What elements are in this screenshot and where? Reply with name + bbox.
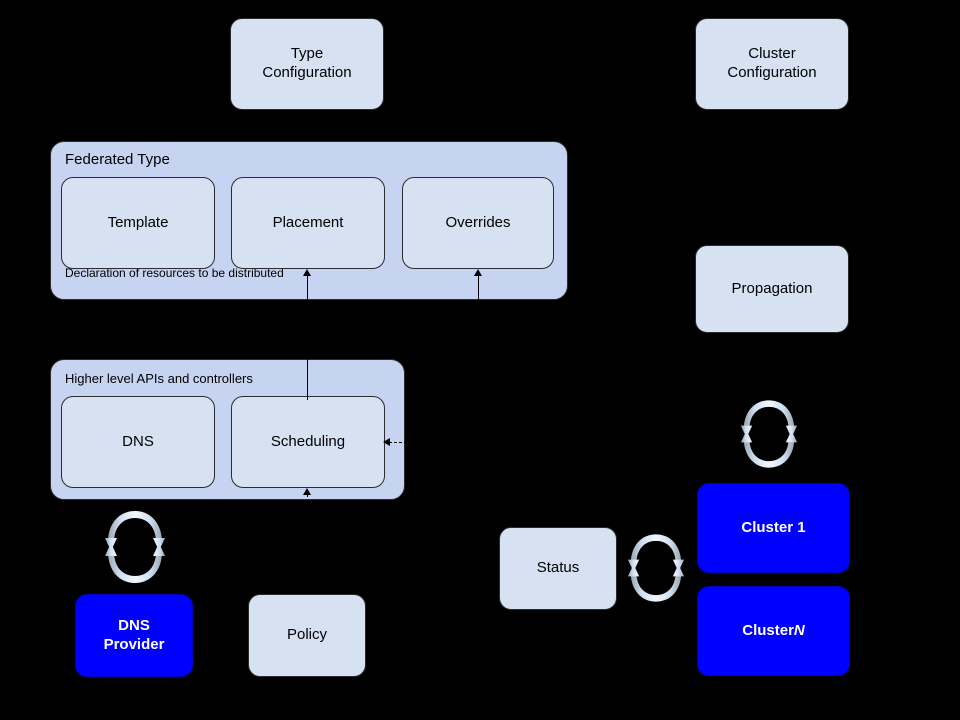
connector-into-scheduling-right bbox=[389, 442, 407, 443]
connector-into-scheduling-right-arrowhead bbox=[383, 438, 390, 446]
connector-panel-to-overrides bbox=[478, 276, 479, 300]
node-type-configuration[interactable]: Type Configuration bbox=[230, 18, 384, 110]
node-policy[interactable]: Policy bbox=[248, 594, 366, 677]
connector-policy-to-scheduling-arrowhead bbox=[303, 488, 311, 495]
sync-arrows-icon-cluster bbox=[740, 396, 798, 472]
panel-federated-type-title: Federated Type bbox=[65, 151, 170, 168]
sync-arrows-icon-status bbox=[627, 530, 685, 606]
node-template[interactable]: Template bbox=[61, 177, 215, 269]
node-cluster-n-index: N bbox=[793, 621, 805, 639]
node-placement[interactable]: Placement bbox=[231, 177, 385, 269]
node-scheduling[interactable]: Scheduling bbox=[231, 396, 385, 488]
node-status[interactable]: Status bbox=[499, 527, 617, 610]
panel-federated-type-caption: Declaration of resources to be distribut… bbox=[65, 266, 284, 280]
node-dns[interactable]: DNS bbox=[61, 396, 215, 488]
connector-policy-to-scheduling bbox=[307, 494, 308, 508]
node-cluster-configuration[interactable]: Cluster Configuration bbox=[695, 18, 849, 110]
node-dns-provider[interactable]: DNS Provider bbox=[75, 594, 193, 677]
panel-higher-level-apis-title: Higher level APIs and controllers bbox=[65, 371, 253, 386]
node-propagation[interactable]: Propagation bbox=[695, 245, 849, 333]
node-overrides[interactable]: Overrides bbox=[402, 177, 554, 269]
node-cluster-n-prefix: Cluster bbox=[742, 621, 794, 639]
sync-arrows-icon-dns bbox=[104, 508, 166, 586]
connector-scheduling-to-placement bbox=[307, 276, 308, 400]
connector-panel-to-overrides-arrowhead bbox=[474, 269, 482, 276]
node-cluster-n[interactable]: Cluster N bbox=[697, 586, 850, 676]
connector-scheduling-to-placement-arrowhead bbox=[303, 269, 311, 276]
node-cluster-1[interactable]: Cluster 1 bbox=[697, 483, 850, 573]
